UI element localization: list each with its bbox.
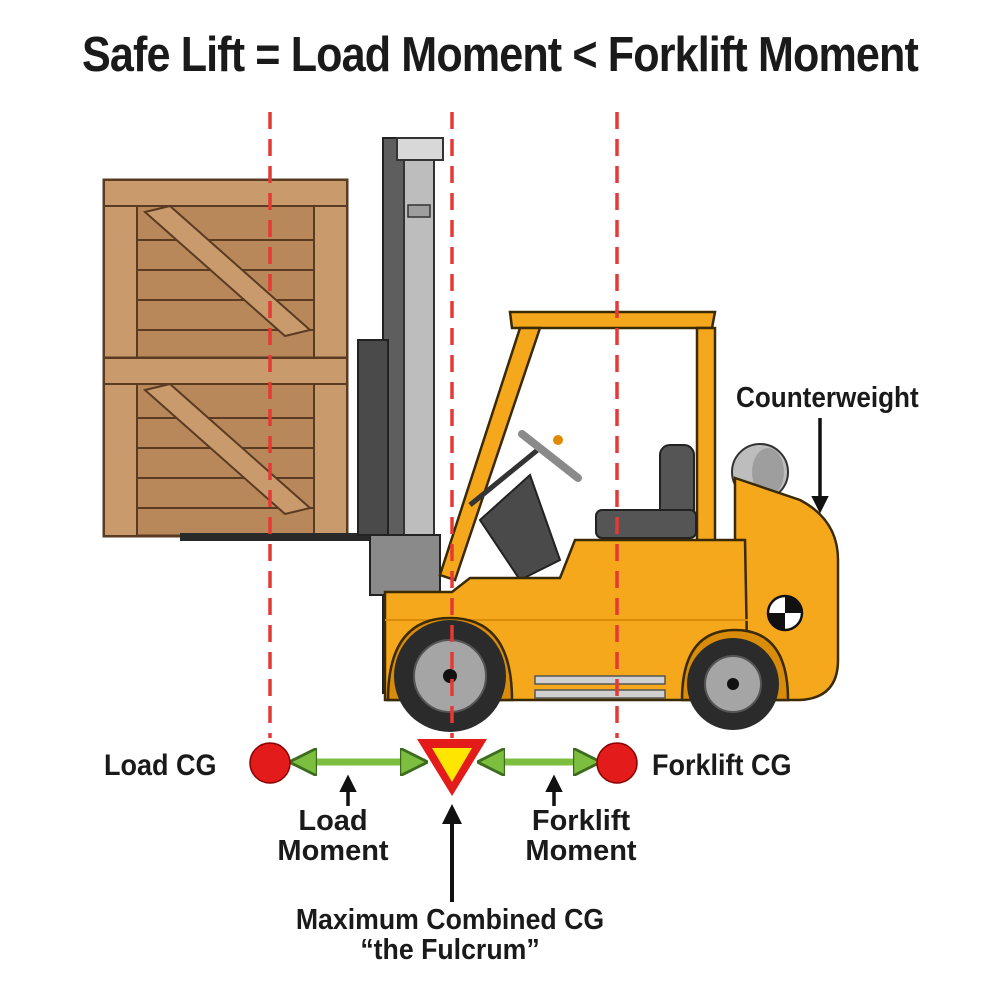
rear-wheel <box>687 638 779 730</box>
forklift-cg-icon <box>596 742 638 784</box>
crate-bottom <box>102 356 349 538</box>
forklift-moment-label-line: Moment <box>525 835 637 868</box>
crate-top <box>102 178 349 360</box>
diagram-title: Safe Lift = Load Moment < Forklift Momen… <box>82 28 919 82</box>
load-moment-label-line: Load <box>298 805 368 837</box>
load-cg-icon <box>249 742 291 784</box>
fulcrum-label-line: “the Fulcrum” <box>360 934 540 967</box>
counterweight-label: Counterweight <box>736 382 919 414</box>
load-moment-label-line: Moment <box>277 835 389 868</box>
cg-guide-lines <box>268 112 619 738</box>
crate-stack <box>102 178 375 541</box>
fulcrum-icon <box>417 739 487 796</box>
forklift-moment-label: Forklift Moment <box>506 806 656 867</box>
forks <box>180 533 375 541</box>
load-cg-label: Load CG <box>104 749 217 782</box>
forklift-cg-label: Forklift CG <box>652 749 792 782</box>
fulcrum-label: Maximum Combined CG “the Fulcrum” <box>248 905 653 966</box>
front-wheel <box>394 620 506 732</box>
forklift-moment-label-line: Forklift <box>531 805 631 837</box>
counterweight-cg-icon <box>766 594 804 632</box>
fulcrum-label-line: Maximum Combined CG <box>295 904 605 936</box>
load-moment-label: Load Moment <box>258 806 408 867</box>
